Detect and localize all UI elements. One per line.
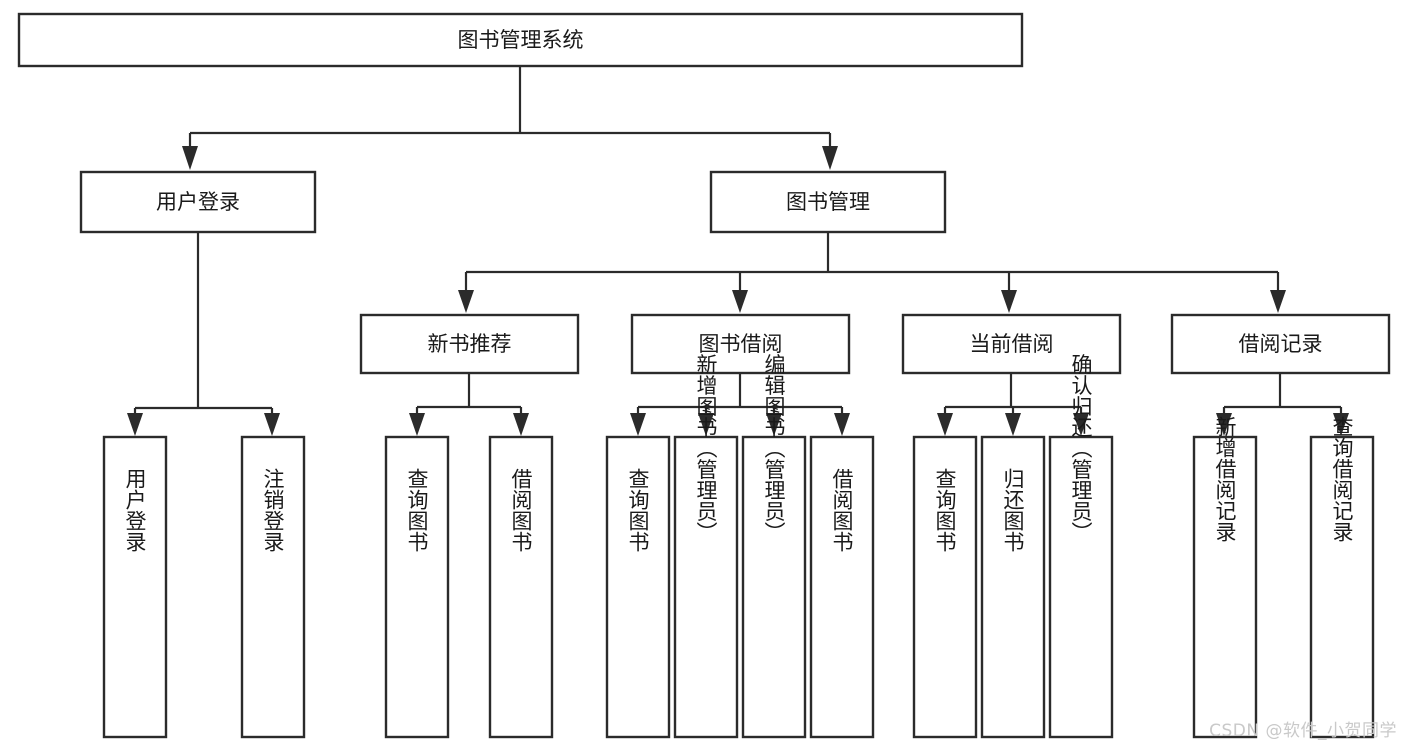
- arrowhead-leaf-user-logout: [264, 413, 280, 436]
- node-leaf-user-logout-label: 注销登录: [261, 468, 285, 552]
- node-leaf-add-book-box[interactable]: [673, 435, 739, 739]
- node-leaf-query-record-label: 查询借阅记录: [1330, 416, 1354, 542]
- node-book-borrow-box[interactable]: [630, 313, 851, 375]
- connector-group-new-book-recommend: [409, 373, 529, 436]
- node-current-borrow-box[interactable]: [901, 313, 1122, 375]
- node-leaf-user-login-box[interactable]: [102, 435, 168, 739]
- node-book-management-label: 图书管理: [786, 190, 870, 214]
- arrowhead-leaf-query-book-1: [409, 413, 425, 436]
- node-leaf-borrow-book-1-label: 借阅图书: [509, 468, 533, 552]
- arrowhead-leaf-add-book: [698, 413, 714, 436]
- node-leaf-confirm-return[interactable]: 确认归还（管理员）: [1048, 354, 1114, 739]
- node-leaf-user-login-label: 用户登录: [123, 468, 147, 552]
- node-leaf-return-book[interactable]: 归还图书: [980, 435, 1046, 739]
- connector-group-user-login: [127, 232, 280, 436]
- node-leaf-edit-book-box[interactable]: [741, 435, 807, 739]
- node-book-borrow-label: 图书借阅: [699, 332, 783, 356]
- node-root-label: 图书管理系统: [458, 28, 584, 52]
- arrowhead-leaf-query-book-3: [937, 413, 953, 436]
- arrowhead-leaf-edit-book: [766, 413, 782, 436]
- arrowhead-leaf-borrow-book-2: [834, 413, 850, 436]
- connector-group-borrow-record: [1216, 373, 1349, 436]
- node-leaf-add-book[interactable]: 新增图书（管理员）: [673, 354, 739, 739]
- arrowhead-leaf-borrow-book-1: [513, 413, 529, 436]
- node-leaf-borrow-book-2-box[interactable]: [809, 435, 875, 739]
- arrowhead-new-book-recommend: [458, 290, 474, 313]
- node-leaf-add-record[interactable]: 新增借阅记录: [1192, 416, 1258, 739]
- node-borrow-record-label: 借阅记录: [1239, 332, 1323, 356]
- node-new-book-recommend-label: 新书推荐: [428, 332, 512, 356]
- node-leaf-confirm-return-box[interactable]: [1048, 435, 1114, 739]
- node-leaf-borrow-book-1-box[interactable]: [488, 435, 554, 739]
- node-leaf-query-book-3-label: 查询图书: [933, 468, 957, 552]
- node-leaf-add-record-box[interactable]: [1192, 435, 1258, 739]
- node-new-book-recommend-box[interactable]: [359, 313, 580, 375]
- csdn-watermark: CSDN @软件_小贺同学: [1209, 721, 1397, 741]
- arrowhead-leaf-user-login: [127, 413, 143, 436]
- node-user-login[interactable]: 用户登录: [79, 170, 317, 234]
- node-leaf-confirm-return-label: 确认归还（管理员）: [1069, 354, 1093, 543]
- arrowhead-leaf-return-book: [1005, 413, 1021, 436]
- node-leaf-query-record[interactable]: 查询借阅记录: [1309, 416, 1375, 739]
- connector-group-book-management: [458, 232, 1286, 313]
- connector-group-current-borrow: [937, 373, 1089, 436]
- node-current-borrow-label: 当前借阅: [970, 332, 1054, 356]
- node-root-box[interactable]: [17, 12, 1024, 68]
- connector-group-book-borrow: [630, 373, 850, 436]
- node-borrow-record-box[interactable]: [1170, 313, 1391, 375]
- node-user-login-label: 用户登录: [156, 190, 240, 214]
- node-leaf-user-logout[interactable]: 注销登录: [240, 435, 306, 739]
- arrowhead-leaf-add-record: [1216, 413, 1232, 436]
- node-leaf-user-logout-box[interactable]: [240, 435, 306, 739]
- node-book-management-box[interactable]: [709, 170, 947, 234]
- node-borrow-record[interactable]: 借阅记录: [1170, 313, 1391, 375]
- node-leaf-edit-book-label: 编辑图书（管理员）: [762, 354, 786, 543]
- arrowhead-book-management: [822, 146, 838, 170]
- node-leaf-borrow-book-2-label: 借阅图书: [830, 468, 854, 552]
- arrowhead-book-borrow: [732, 290, 748, 313]
- node-book-management[interactable]: 图书管理: [709, 170, 947, 234]
- node-leaf-add-book-label: 新增图书（管理员）: [694, 354, 718, 543]
- node-leaf-query-book-1-label: 查询图书: [405, 468, 429, 552]
- node-leaf-query-book-3[interactable]: 查询图书: [912, 435, 978, 739]
- node-leaf-user-login[interactable]: 用户登录: [102, 435, 168, 739]
- node-leaf-query-book-1-box[interactable]: [384, 435, 450, 739]
- node-leaf-return-book-label: 归还图书: [1001, 468, 1025, 552]
- connector-group-root: [182, 66, 838, 170]
- node-leaf-query-book-2[interactable]: 查询图书: [605, 435, 671, 739]
- arrowhead-leaf-query-record: [1333, 413, 1349, 436]
- node-current-borrow[interactable]: 当前借阅: [901, 313, 1122, 375]
- node-leaf-query-book-2-box[interactable]: [605, 435, 671, 739]
- node-leaf-return-book-box[interactable]: [980, 435, 1046, 739]
- arrowhead-user-login: [182, 146, 198, 170]
- arrowhead-borrow-record: [1270, 290, 1286, 313]
- arrowhead-current-borrow: [1001, 290, 1017, 313]
- node-leaf-query-book-3-box[interactable]: [912, 435, 978, 739]
- arrowhead-leaf-confirm-return: [1073, 413, 1089, 436]
- node-new-book-recommend[interactable]: 新书推荐: [359, 313, 580, 375]
- node-root[interactable]: 图书管理系统: [17, 12, 1024, 68]
- node-leaf-add-record-label: 新增借阅记录: [1213, 416, 1237, 542]
- node-leaf-query-book-1[interactable]: 查询图书: [384, 435, 450, 739]
- node-leaf-query-record-box[interactable]: [1309, 435, 1375, 739]
- node-leaf-query-book-2-label: 查询图书: [626, 468, 650, 552]
- node-user-login-box[interactable]: [79, 170, 317, 234]
- arrowhead-leaf-query-book-2: [630, 413, 646, 436]
- node-leaf-borrow-book-1[interactable]: 借阅图书: [488, 435, 554, 739]
- node-leaf-edit-book[interactable]: 编辑图书（管理员）: [741, 354, 807, 739]
- node-leaf-borrow-book-2[interactable]: 借阅图书: [809, 435, 875, 739]
- node-book-borrow[interactable]: 图书借阅: [630, 313, 851, 375]
